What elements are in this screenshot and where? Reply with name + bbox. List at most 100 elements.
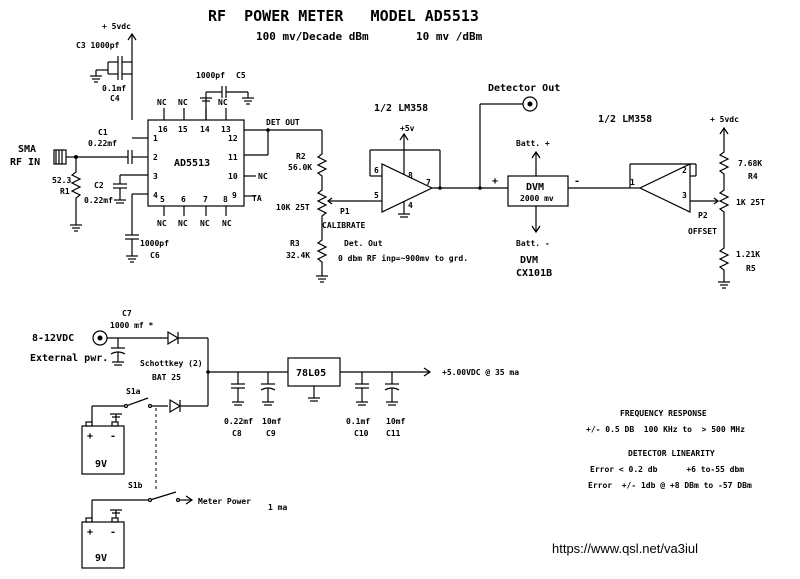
pin-label: 11 — [228, 153, 238, 162]
nc-label: NC — [157, 219, 167, 228]
supply-arrow-right — [719, 126, 729, 148]
nc-label: NC — [157, 98, 167, 107]
r3-value: 32.4K — [286, 251, 310, 260]
pin-label: 9 — [232, 191, 237, 200]
dvm-box-title: DVM — [526, 182, 544, 193]
batt-minus-label: Batt. - — [516, 239, 550, 248]
s1b-switch[interactable] — [92, 491, 194, 505]
p2-label: P2 — [698, 211, 708, 220]
c1-label: C1 — [98, 128, 108, 137]
pin-label: 14 — [200, 125, 210, 134]
nc-label: NC — [222, 219, 232, 228]
schematic-title: RF POWER METER MODEL AD5513 — [208, 7, 479, 25]
c6-label: C6 — [150, 251, 160, 260]
dvm-plus: + — [492, 176, 498, 187]
c1-value: 0.22mf — [88, 139, 117, 148]
batt-plus-lead — [531, 150, 541, 176]
supply-right-label: + 5vdc — [710, 115, 739, 124]
battery-1-voltage: 9V — [95, 459, 107, 470]
det-out-note-detail: 0 dbm RF inp=~900mv to grd. — [338, 253, 468, 263]
c11-label: C11 — [386, 429, 401, 438]
nc-label: NC — [178, 98, 188, 107]
freq-response-title: FREQUENCY RESPONSE — [620, 409, 707, 418]
c3-label: C3 1000pf — [76, 41, 120, 50]
battery-1-icon — [81, 406, 125, 475]
dvm-model: CX101B — [516, 268, 552, 279]
r2-resistor — [316, 150, 328, 186]
pin-label: 15 — [178, 125, 188, 134]
meter-current-label: 1 ma — [268, 503, 287, 512]
opamp1-label: 1/2 LM358 — [374, 103, 428, 114]
dvm-label: DVM — [520, 255, 538, 266]
c2-value: 0.22mf — [84, 196, 113, 205]
r4-value: 7.68K — [738, 159, 762, 168]
calibrate-label: CALIBRATE — [322, 221, 366, 230]
subtitle-left: 100 mv/Decade dBm — [256, 30, 369, 43]
opamp2-triangle — [629, 163, 718, 213]
junction — [438, 186, 442, 190]
sma-label: SMA — [18, 144, 36, 155]
c9-capacitor — [260, 372, 276, 406]
r1-value: 52.3 — [52, 176, 71, 185]
c8-value: 0.22mf — [224, 417, 253, 426]
c5-label: C5 — [236, 71, 246, 80]
source-url: https://www.qsl.net/va3iul — [552, 541, 698, 556]
schottky-diode-2 — [169, 398, 208, 414]
batt-plus-label: Batt. + — [516, 139, 550, 148]
nc-label: NC — [178, 219, 188, 228]
regulator-label: 78L05 — [296, 368, 326, 379]
battery-1-minus: - — [110, 431, 116, 442]
pin-label: 1 — [153, 134, 158, 143]
det-out-note: Det. Out — [344, 239, 383, 248]
ad5513-chip — [132, 108, 268, 216]
battery-2-voltage: 9V — [95, 553, 107, 564]
pin-label: 4 — [153, 191, 158, 200]
r3-label: R3 — [290, 239, 300, 248]
schottky-part: BAT 25 — [152, 373, 181, 382]
p2-potentiometer[interactable] — [713, 188, 730, 244]
pin-label: 16 — [158, 125, 168, 134]
rf-in-label: RF IN — [10, 157, 40, 168]
c4-label: C4 — [110, 94, 120, 103]
linearity-line-2: Error +/- 1db @ +8 DBm to -57 DBm — [588, 481, 752, 490]
battery-2-icon — [81, 500, 125, 569]
c3-capacitor — [107, 56, 132, 70]
linearity-line-1: Error < 0.2 db +6 to-55 dbm — [590, 465, 744, 474]
c10-label: C10 — [354, 429, 369, 438]
nc-label: NC — [218, 98, 228, 107]
p1-value: 10K 25T — [276, 203, 310, 212]
c2-label: C2 — [94, 181, 104, 190]
subtitle-right: 10 mv /dBm — [416, 30, 483, 43]
p2-value: 1K 25T — [736, 198, 765, 207]
opamp1-triangle — [369, 132, 508, 218]
opamp2-pin: 2 — [682, 166, 687, 175]
battery-2-plus: + — [87, 527, 93, 538]
s1a-switch[interactable] — [92, 397, 168, 409]
schottky-label: Schottkey (2) — [140, 359, 203, 368]
supply-arrow-top — [127, 32, 137, 120]
freq-response-value: +/- 0.5 DB 100 KHz to > 500 MHz — [586, 425, 745, 434]
ext-pwr-label: External pwr. — [30, 353, 108, 364]
ext-voltage-label: 8-12VDC — [32, 333, 74, 344]
c6-capacitor — [125, 193, 148, 263]
r5-resistor — [718, 244, 730, 289]
out-supply-label: +5.00VDC @ 35 ma — [442, 368, 519, 377]
junction — [478, 186, 482, 190]
nc-label: NC — [200, 219, 210, 228]
r5-value: 1.21K — [736, 250, 760, 259]
r5-label: R5 — [746, 264, 756, 273]
pin-label: 2 — [153, 153, 158, 162]
c9-label: C9 — [266, 429, 276, 438]
junction — [266, 128, 270, 132]
ext-power-jack-icon[interactable] — [92, 330, 168, 346]
ic-name: AD5513 — [174, 158, 210, 169]
pin-label: 12 — [228, 134, 238, 143]
detector-out-connector-icon[interactable] — [479, 96, 538, 188]
c8-label: C8 — [232, 429, 242, 438]
c1-capacitor — [127, 150, 148, 164]
c7-value: 1000 mf * — [110, 321, 154, 330]
p1-potentiometer[interactable] — [316, 186, 370, 232]
ta-label: TA — [252, 194, 262, 203]
